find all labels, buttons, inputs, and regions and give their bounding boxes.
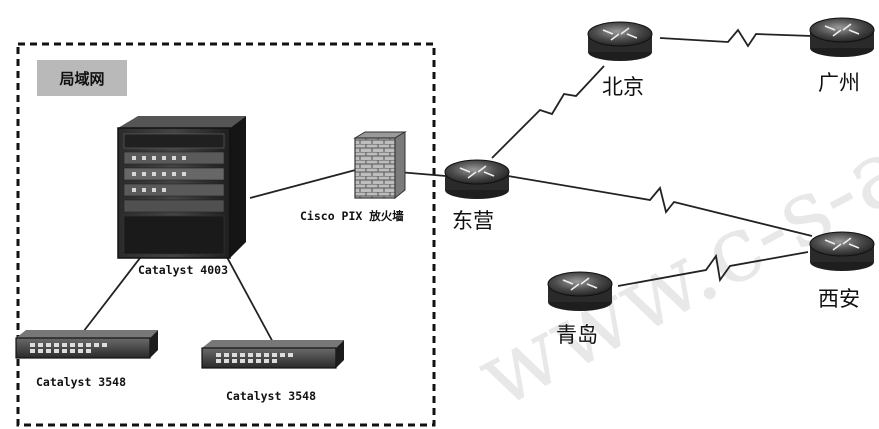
router-qingdao [548,272,612,311]
core-switch-label: Catalyst 4003 [138,263,228,277]
firewall-label: Cisco PIX 放火墙 [300,209,404,223]
router-xian-label: 西安 [818,287,860,311]
router-xian [810,232,874,271]
switch-right-label: Catalyst 3548 [226,389,316,403]
lan-badge: 局域网 [37,60,127,96]
firewall-icon [355,132,405,198]
link-beijing-to-guangzhou [660,30,812,46]
link-dongying-to-beijing [492,66,604,158]
switch-left-catalyst-3548 [16,330,158,358]
switch-right-catalyst-3548 [202,340,344,368]
watermark: www.c-s-a.org.cn [460,0,879,429]
router-beijing-label: 北京 [602,75,644,99]
lan-badge-label: 局域网 [58,70,104,88]
core-switch-catalyst-4003 [118,116,246,258]
router-dongying-label: 东营 [452,209,494,233]
link-core-to-firewall [250,168,363,198]
router-guangzhou-label: 广州 [818,71,860,95]
watermark-text: www.c-s-a.org.cn [460,0,879,429]
router-beijing [588,22,652,61]
router-qingdao-label: 青岛 [556,323,598,347]
switch-left-label: Catalyst 3548 [36,375,126,389]
router-dongying [445,160,509,199]
router-guangzhou [810,18,874,57]
